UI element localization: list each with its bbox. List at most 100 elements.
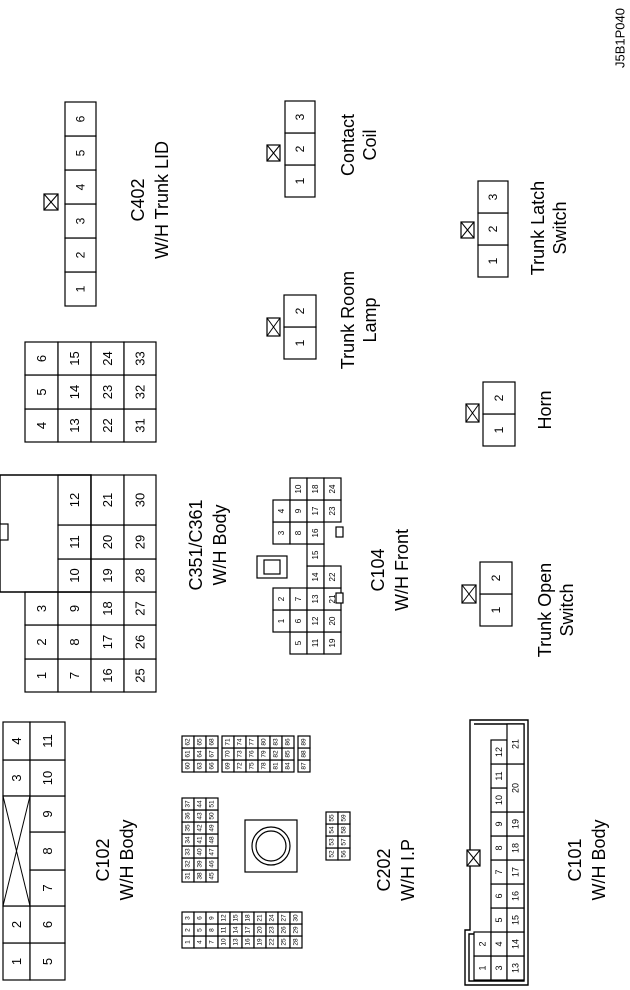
pin-number: 82	[273, 750, 280, 758]
connector-label: W/H Body	[210, 504, 230, 585]
pin-number: 5	[197, 928, 204, 932]
pin-number: 14	[311, 572, 320, 581]
pin-number: 2	[277, 596, 286, 601]
pin-number: 45	[209, 872, 216, 880]
pin-number: 26	[133, 635, 148, 649]
pin-cell	[57, 474, 92, 526]
pin-cell	[283, 326, 317, 360]
pin-number: 77	[249, 738, 256, 746]
pin-cell	[123, 524, 157, 560]
pin-number: 65	[197, 738, 204, 746]
pin-cell	[123, 374, 157, 410]
pin-cell	[29, 759, 66, 797]
pin-number: 6	[197, 916, 204, 920]
pin-number: 81	[273, 762, 280, 770]
pin-number: 27	[281, 914, 288, 922]
pin-number: 2	[74, 251, 88, 258]
connector-c202: 1234567891011121314151617181920212223242…	[181, 735, 418, 949]
pin-number: 5	[40, 958, 55, 965]
pin-number: 2	[9, 921, 24, 928]
pin-number: 4	[197, 940, 204, 944]
pin-cell	[90, 591, 125, 626]
pin-number: 13	[233, 938, 240, 946]
pin-cell	[57, 408, 92, 443]
pin-cell	[123, 558, 157, 593]
pin-cell	[477, 212, 509, 246]
pin-number: 14	[233, 926, 240, 934]
pin-cell	[90, 374, 125, 410]
pin-number: 24	[269, 914, 276, 922]
connector-label: Trunk Latch	[528, 181, 548, 275]
connector-c351: 1234567891011121314151617181920212223242…	[0, 341, 230, 693]
pin-cell	[284, 132, 316, 166]
pin-number: 32	[133, 385, 148, 399]
pin-number: 3	[185, 916, 192, 920]
pin-cell	[57, 341, 92, 376]
pin-number: 7	[494, 869, 504, 874]
pin-cell	[297, 735, 311, 749]
pin-number: 33	[185, 848, 192, 856]
pin-number: 5	[34, 388, 49, 395]
pin-number: 9	[40, 810, 55, 817]
connector-label: W/H Trunk LID	[152, 141, 172, 259]
pin-number: 88	[301, 750, 308, 758]
pin-cell	[123, 474, 157, 526]
pin-number: 53	[329, 838, 336, 846]
pin-number: 1	[478, 965, 488, 970]
pin-number: 12	[67, 493, 82, 507]
connector-label: C104	[368, 548, 388, 591]
connector-label: Trunk Room	[338, 271, 358, 369]
pin-number: 9	[209, 916, 216, 920]
pin-number: 41	[197, 836, 204, 844]
pin-number: 55	[329, 814, 336, 822]
pin-number: 11	[67, 535, 82, 549]
pin-number: 9	[494, 821, 504, 826]
pin-cell	[24, 408, 59, 443]
pin-number: 3	[494, 965, 504, 970]
pin-number: 11	[40, 734, 55, 748]
pin-number: 19	[100, 568, 115, 582]
pin-number: 23	[100, 385, 115, 399]
pin-cell	[29, 942, 66, 981]
connector-label: W/H Body	[117, 819, 137, 900]
pin-number: 13	[511, 963, 521, 973]
pin-number: 73	[237, 750, 244, 758]
pin-number: 26	[281, 926, 288, 934]
pin-number: 19	[511, 819, 521, 829]
pin-number: 20	[257, 926, 264, 934]
notch	[0, 523, 9, 541]
pin-number: 11	[221, 926, 228, 933]
pin-number: 39	[197, 860, 204, 868]
pin-number: 16	[100, 668, 115, 682]
pin-number: 3	[486, 193, 500, 200]
pin-number: 20	[100, 535, 115, 549]
pin-number: 71	[225, 738, 232, 746]
pin-number: 27	[133, 601, 148, 615]
pin-number: 1	[74, 285, 88, 292]
pin-cell	[477, 180, 509, 214]
pin-number: 15	[311, 550, 320, 559]
connector-label: C202	[374, 848, 394, 891]
pin-number: 7	[67, 672, 82, 679]
pin-number: 18	[511, 843, 521, 853]
pin-number: 30	[293, 914, 300, 922]
pin-number: 50	[209, 812, 216, 820]
pin-number: 22	[269, 938, 276, 946]
pin-number: 67	[209, 750, 216, 758]
pin-number: 52	[329, 850, 336, 858]
pin-cell	[289, 911, 303, 925]
pin-cell	[29, 869, 66, 907]
pin-cell	[323, 477, 342, 501]
pin-number: 8	[494, 845, 504, 850]
pin-number: 6	[74, 115, 88, 122]
pin-number: 10	[67, 568, 82, 582]
pin-number: 18	[311, 484, 320, 493]
pin-number: 3	[293, 113, 307, 120]
pin-number: 28	[133, 568, 148, 582]
pin-number: 46	[209, 860, 216, 868]
pin-cell	[283, 294, 317, 328]
pin-number: 2	[185, 928, 192, 932]
